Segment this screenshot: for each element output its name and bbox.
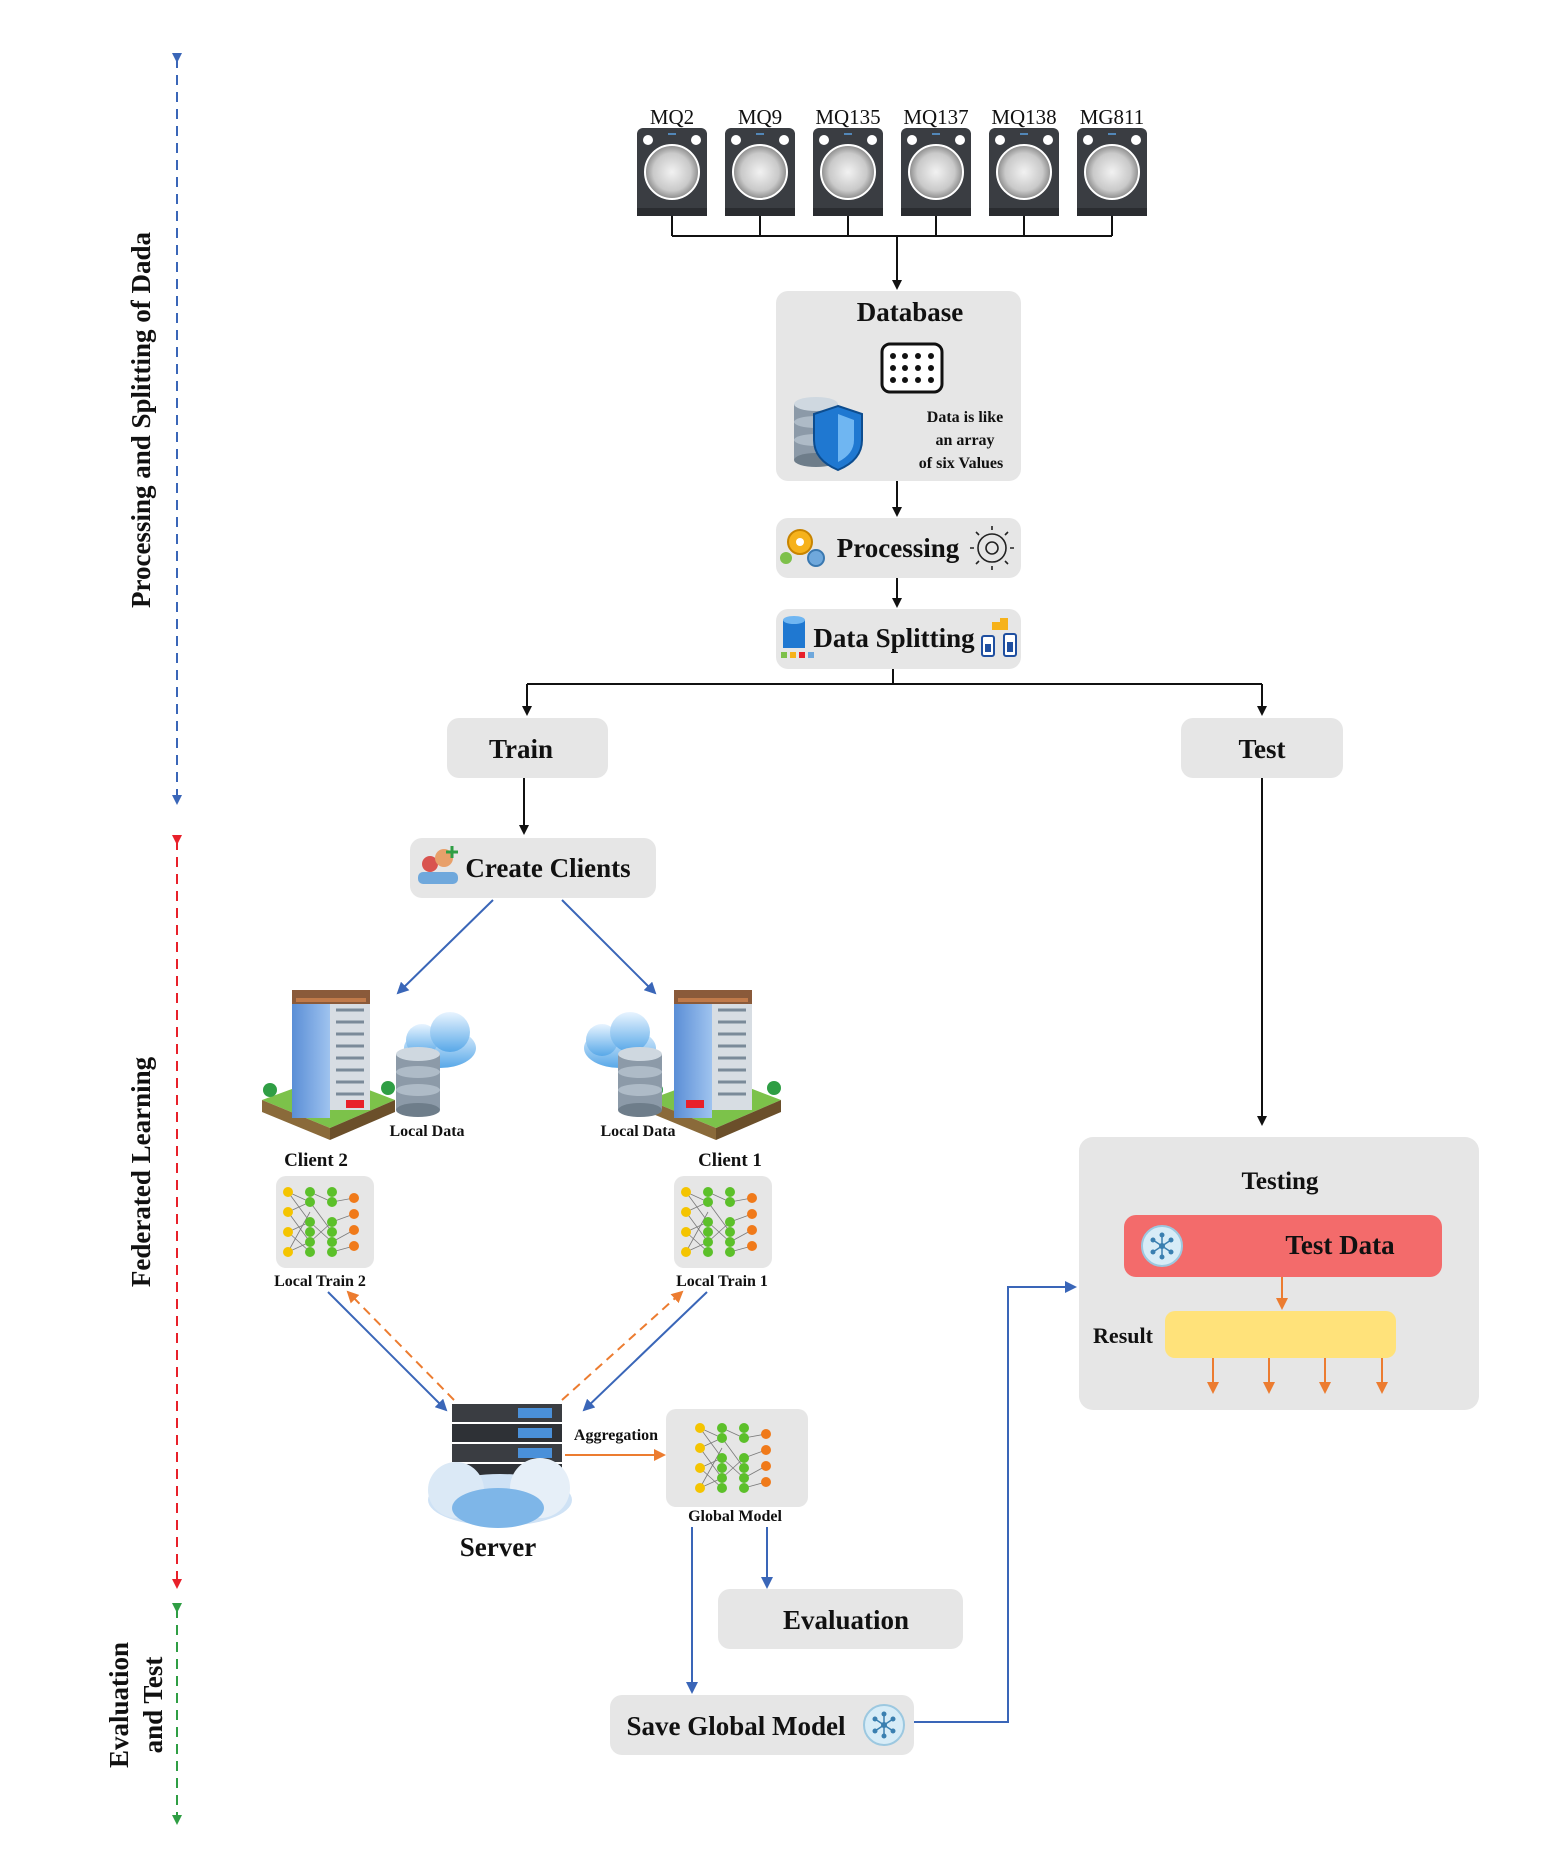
client2-local-data-label: Local Data [389, 1123, 464, 1140]
aggregation-label: Aggregation [574, 1427, 658, 1444]
server-label: Server [460, 1532, 536, 1562]
phase-label-evaluation-2: and Test [138, 1657, 168, 1754]
gas-sensor-icon [812, 127, 884, 217]
testing-title: Testing [1242, 1168, 1319, 1195]
database-box: Database Data is like an array of six Va… [776, 291, 1021, 481]
arrow-to-client2 [396, 899, 494, 995]
gas-sensor-icon [724, 127, 796, 217]
client1-name: Client 1 [698, 1150, 762, 1171]
database-note-line3: of six Values [919, 455, 1003, 472]
result-output-arrows [1207, 1358, 1388, 1394]
client2-local-train-label: Local Train 2 [274, 1273, 366, 1290]
create-clients-box: Create Clients [410, 838, 656, 898]
test-label: Test [1238, 734, 1285, 764]
split-database-icon [781, 616, 814, 658]
arrow-save-to-testing [914, 1281, 1077, 1723]
test-box: Test [1181, 718, 1343, 778]
sensor-mq137: MQ137 [900, 105, 972, 217]
sensor-mq2: MQ2 [636, 105, 708, 217]
sensor-label: MG811 [1080, 105, 1145, 129]
sensor-label: MQ9 [738, 105, 782, 129]
arrow-client1-to-server [582, 1291, 708, 1412]
client2-name: Client 2 [284, 1150, 348, 1171]
result-label: Result [1093, 1323, 1154, 1348]
arrow-to-client1 [561, 899, 657, 995]
testing-panel: Testing Test Data Result [1079, 1137, 1479, 1410]
sensor-mg811: MG811 [1076, 105, 1148, 217]
sensor-label: MQ138 [991, 105, 1056, 129]
client1-local-data-label: Local Data [600, 1123, 675, 1140]
office-building-icon [262, 990, 395, 1140]
sensor-label: MQ2 [650, 105, 694, 129]
database-title: Database [857, 297, 964, 327]
split-devices-icon [981, 618, 1017, 657]
arrow-server-to-client1 [561, 1290, 684, 1401]
gas-sensor-icon [1076, 127, 1148, 217]
train-label: Train [489, 734, 553, 764]
split-connector [522, 669, 1267, 716]
phase-label-evaluation-1: Evaluation [104, 1642, 134, 1768]
create-clients-label: Create Clients [465, 853, 630, 883]
sensor-mq138: MQ138 [988, 105, 1060, 217]
data-splitting-label: Data Splitting [813, 623, 975, 653]
client2-node: Local Data Client 2 Local Train 2 [262, 990, 476, 1290]
global-model-node: Global Model [666, 1409, 808, 1525]
phase-label-processing: Processing and Splitting of Dada [126, 231, 156, 608]
save-global-model-label: Save Global Model [626, 1711, 846, 1741]
test-data-label: Test Data [1285, 1230, 1395, 1260]
sensor-mq135: MQ135 [812, 105, 884, 217]
sensor-label: MQ137 [903, 105, 968, 129]
processing-label: Processing [837, 533, 960, 563]
processing-box: Processing [776, 518, 1021, 578]
office-building-icon [648, 990, 781, 1140]
evaluation-box: Evaluation [718, 1589, 963, 1649]
sensor-connector [671, 216, 1113, 290]
client1-node: Local Data Client 1 Local Train 1 [584, 990, 781, 1290]
gears-icon [780, 529, 825, 567]
sensor-label: MQ135 [815, 105, 880, 129]
cloud-database-icon [396, 1012, 476, 1117]
cloud-icon [428, 1458, 572, 1528]
settings-gear-icon [970, 526, 1014, 570]
create-clients-icon [418, 846, 458, 884]
arrow-server-to-client2 [346, 1290, 455, 1401]
phase-label-federated: Federated Learning [126, 1056, 156, 1287]
arrow-client2-to-server [327, 1291, 448, 1412]
database-note-line1: Data is like [927, 409, 1003, 426]
train-box: Train [447, 718, 608, 778]
database-note-line2: an array [935, 432, 994, 449]
data-splitting-box: Data Splitting [776, 609, 1021, 669]
ai-model-icon [863, 1704, 905, 1746]
evaluation-label: Evaluation [783, 1605, 909, 1635]
gas-sensor-icon [988, 127, 1060, 217]
ai-model-icon [1141, 1225, 1183, 1267]
sensor-row: MQ2 MQ9 MQ135 MQ137 MQ138 MG811 [636, 105, 1148, 217]
client1-local-train-label: Local Train 1 [676, 1273, 768, 1290]
cloud-database-icon [584, 1012, 662, 1117]
server-node: Server [428, 1404, 572, 1562]
save-global-model-box: Save Global Model [610, 1695, 914, 1755]
data-grid-icon [880, 342, 944, 394]
gas-sensor-icon [900, 127, 972, 217]
global-model-label: Global Model [688, 1508, 782, 1525]
sensor-mq9: MQ9 [724, 105, 796, 217]
gas-sensor-icon [636, 127, 708, 217]
database-shield-icon [794, 397, 863, 472]
